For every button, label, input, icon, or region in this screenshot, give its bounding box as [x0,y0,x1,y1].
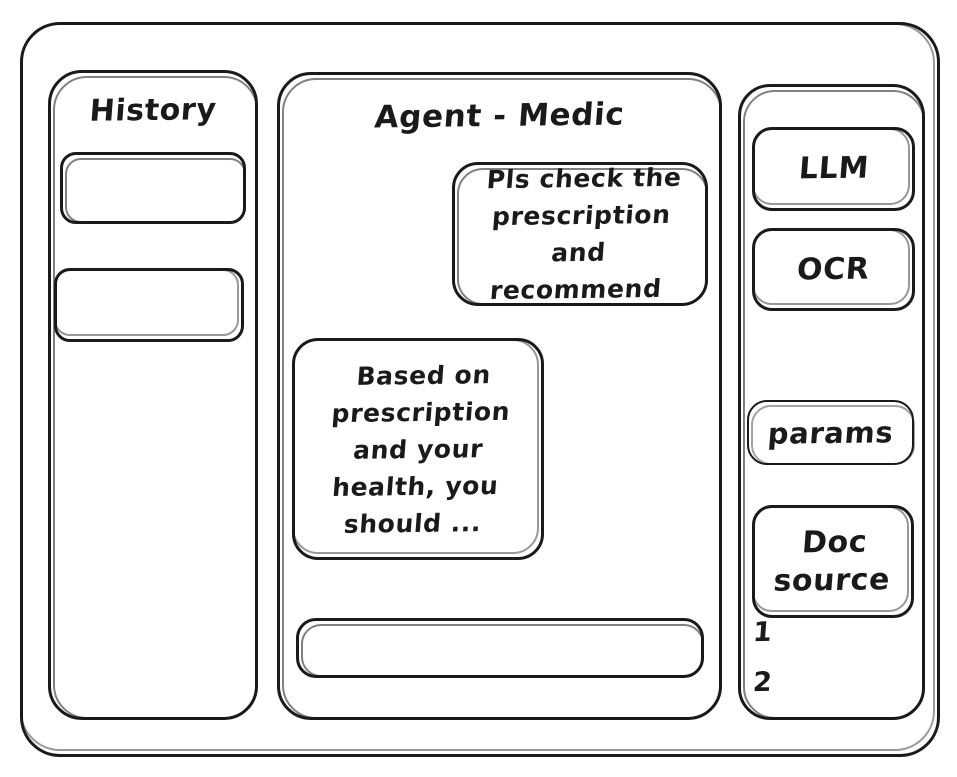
agent-title: Agent - Medic [373,96,626,136]
user-message-bubble: Pls check the prescription and recommend [452,162,708,306]
doc-source-list-item[interactable]: 2 [751,666,774,699]
tool-button-llm[interactable]: LLM [752,127,915,211]
message-input[interactable] [296,618,704,678]
history-title: History [88,92,218,129]
tool-button-params[interactable]: params [747,400,915,465]
tool-button-label: OCR [795,251,872,287]
tool-button-label: Doc source [772,524,892,599]
assistant-message-text: Based on prescription and your health, y… [330,359,512,539]
tool-button-label: params [766,414,895,451]
assistant-message-bubble: Based on prescription and your health, y… [292,338,544,560]
tool-button-label: LLM [797,150,870,187]
doc-source-list-item[interactable]: 1 [751,616,774,649]
tool-button-ocr[interactable]: OCR [752,228,915,311]
tool-button-doc-source[interactable]: Doc source [752,505,914,618]
history-list-item[interactable] [60,152,246,224]
user-message-text: Pls check the prescription and recommend [485,162,683,306]
history-list-item[interactable] [54,268,244,342]
